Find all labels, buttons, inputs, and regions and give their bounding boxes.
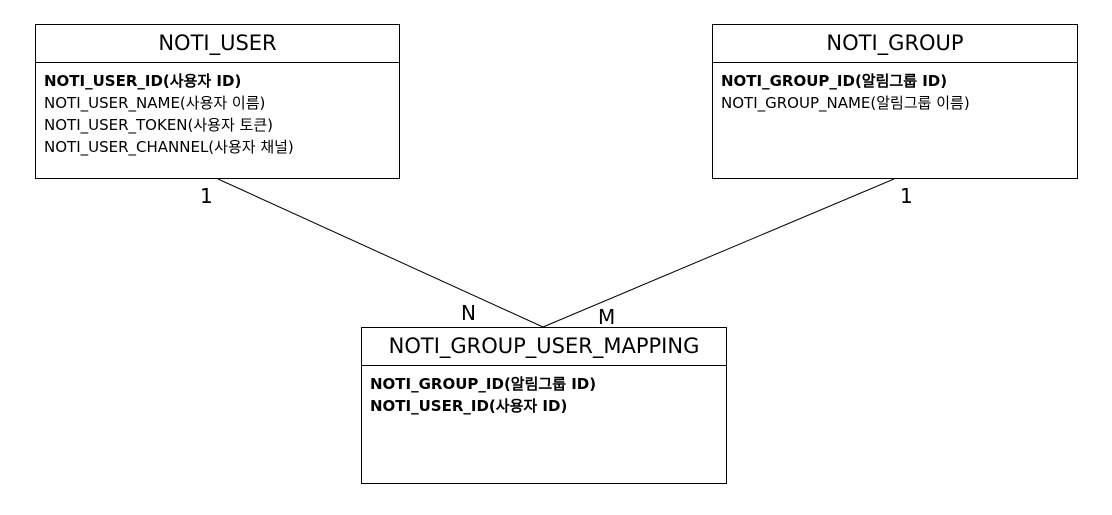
entity-noti-group-user-mapping[interactable]: NOTI_GROUP_USER_MAPPING NOTI_GROUP_ID(알림… [361,327,727,484]
field-noti-group-name: NOTI_GROUP_NAME(알림그룹 이름) [721,94,970,112]
entity-fields: NOTI_GROUP_ID(알림그룹 ID) NOTI_USER_ID(사용자 … [362,366,726,417]
cardinality-user-side: 1 [200,184,213,208]
entity-title: NOTI_GROUP [713,25,1077,63]
cardinality-group-side: 1 [900,184,913,208]
field-noti-user-token: NOTI_USER_TOKEN(사용자 토큰) [44,116,273,134]
entity-noti-user[interactable]: NOTI_USER NOTI_USER_ID(사용자 ID) NOTI_USER… [35,24,400,179]
field-noti-group-id: NOTI_GROUP_ID(알림그룹 ID) [721,72,948,90]
entity-title: NOTI_USER [36,25,399,63]
field-noti-user-name: NOTI_USER_NAME(사용자 이름) [44,94,266,112]
field-mapping-group-id: NOTI_GROUP_ID(알림그룹 ID) [370,375,597,393]
field-noti-user-id: NOTI_USER_ID(사용자 ID) [44,72,242,90]
field-noti-user-channel: NOTI_USER_CHANNEL(사용자 채널) [44,138,294,156]
entity-title: NOTI_GROUP_USER_MAPPING [362,328,726,366]
entity-fields: NOTI_USER_ID(사용자 ID) NOTI_USER_NAME(사용자 … [36,63,399,158]
entity-fields: NOTI_GROUP_ID(알림그룹 ID) NOTI_GROUP_NAME(알… [713,63,1077,114]
group-mapping-line [542,178,895,328]
user-mapping-line [217,178,544,328]
field-mapping-user-id: NOTI_USER_ID(사용자 ID) [370,397,568,415]
cardinality-mapping-group-side: M [598,305,616,329]
cardinality-mapping-user-side: N [461,301,476,325]
entity-noti-group[interactable]: NOTI_GROUP NOTI_GROUP_ID(알림그룹 ID) NOTI_G… [712,24,1078,179]
